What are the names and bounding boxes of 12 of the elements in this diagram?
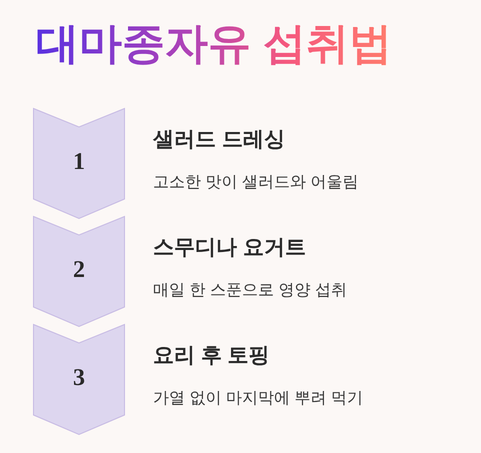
step-number: 2: [72, 256, 86, 285]
step-heading: 샐러드 드레싱: [153, 127, 285, 153]
step-heading: 요리 후 토핑: [153, 343, 270, 369]
step-number: 1: [72, 148, 86, 177]
step-description: 고소한 맛이 샐러드와 어울림: [153, 173, 358, 193]
chevron-step: [33, 324, 125, 435]
chevron-step: [33, 108, 125, 219]
chevron-step: [33, 216, 125, 327]
step-heading: 스무디나 요거트: [153, 235, 306, 261]
step-description: 매일 한 스푼으로 영양 섭취: [153, 281, 347, 301]
step-number: 3: [72, 364, 86, 393]
step-description: 가열 없이 마지막에 뿌려 먹기: [153, 389, 363, 409]
